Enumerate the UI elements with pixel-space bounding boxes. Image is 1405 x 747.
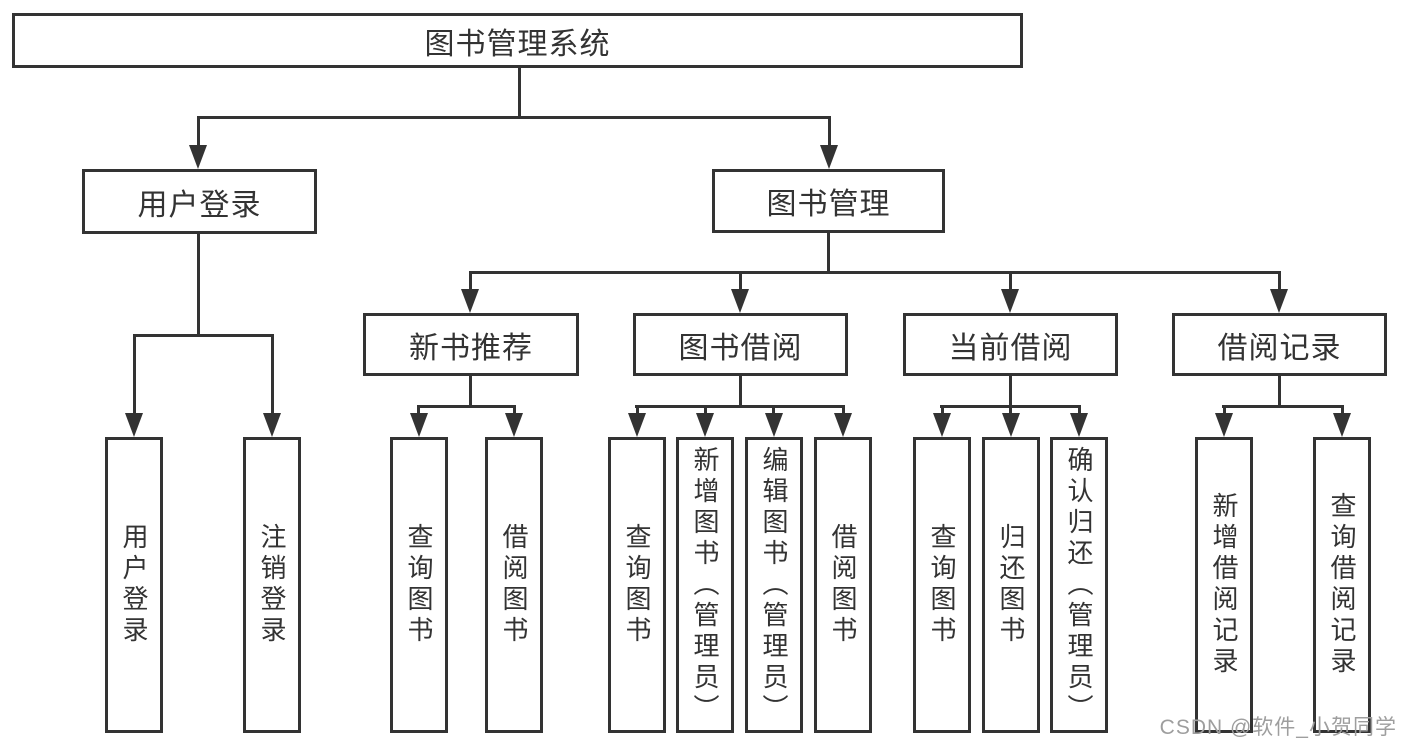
arrow-down-icon [1270, 289, 1288, 313]
csdn-watermark: CSDN @软件_小贺同学 [1159, 716, 1397, 739]
connector-segment [197, 116, 200, 147]
leaf-query-books-1: 查询图书 [390, 437, 448, 733]
leaf-query-borrow-record: 查询借阅记录 [1313, 437, 1371, 733]
node-user-login: 用户登录 [82, 169, 317, 234]
leaf-query-borrow-record-label: 查询借阅记录 [1327, 492, 1357, 678]
arrow-down-icon [410, 413, 428, 437]
node-root: 图书管理系统 [12, 13, 1023, 68]
arrow-down-icon [189, 145, 207, 169]
arrow-down-icon [820, 145, 838, 169]
connector-segment [842, 405, 845, 415]
connector-segment [828, 116, 831, 147]
leaf-confirm-return-admin-label: 确认归还（管理员） [1064, 445, 1094, 725]
connector-segment [739, 374, 742, 407]
arrow-down-icon [696, 413, 714, 437]
leaf-add-books-admin: 新增图书（管理员） [676, 437, 734, 733]
leaf-logout: 注销登录 [243, 437, 301, 733]
connector-segment [469, 271, 472, 291]
leaf-query-books-2: 查询图书 [608, 437, 666, 733]
connector-segment [417, 405, 420, 415]
node-user-login-label: 用户登录 [137, 188, 262, 222]
leaf-return-books-label: 归还图书 [996, 523, 1026, 647]
node-new-book-recommend: 新书推荐 [363, 313, 579, 376]
node-book-borrowing-label: 图书借阅 [678, 331, 803, 365]
leaf-edit-books-admin-label: 编辑图书（管理员） [759, 445, 789, 725]
connector-segment [133, 334, 136, 415]
leaf-query-books-2-label: 查询图书 [622, 523, 652, 647]
node-current-borrowing-label: 当前借阅 [948, 331, 1073, 365]
connector-segment [417, 405, 516, 408]
connector-segment [469, 374, 472, 407]
connector-segment [469, 271, 1281, 274]
node-book-management: 图书管理 [712, 169, 945, 233]
node-book-borrowing: 图书借阅 [633, 313, 848, 376]
connector-segment [941, 405, 944, 415]
connector-segment [739, 271, 742, 291]
leaf-add-borrow-record: 新增借阅记录 [1195, 437, 1253, 733]
leaf-query-books-3: 查询图书 [913, 437, 971, 733]
connector-segment [518, 66, 521, 118]
node-borrowing-records: 借阅记录 [1172, 313, 1387, 376]
arrow-down-icon [461, 289, 479, 313]
connector-segment [704, 405, 707, 415]
node-current-borrowing: 当前借阅 [903, 313, 1118, 376]
connector-segment [1341, 405, 1344, 415]
arrow-down-icon [834, 413, 852, 437]
connector-segment [1278, 271, 1281, 291]
node-root-label: 图书管理系统 [424, 27, 611, 61]
arrow-down-icon [1001, 289, 1019, 313]
connector-segment [827, 231, 830, 273]
leaf-add-borrow-record-label: 新增借阅记录 [1209, 492, 1239, 678]
connector-segment [513, 405, 516, 415]
connector-segment [197, 116, 831, 119]
connector-segment [271, 334, 274, 415]
connector-segment [1009, 271, 1012, 291]
leaf-query-books-3-label: 查询图书 [927, 523, 957, 647]
leaf-user-login-label: 用户登录 [119, 523, 149, 647]
leaf-add-books-admin-label: 新增图书（管理员） [690, 445, 720, 725]
leaf-user-login: 用户登录 [105, 437, 163, 733]
connector-segment [1078, 405, 1081, 415]
connector-segment [1009, 374, 1012, 407]
connector-segment [635, 405, 845, 408]
node-new-book-recommend-label: 新书推荐 [409, 331, 533, 365]
arrow-down-icon [628, 413, 646, 437]
connector-segment [772, 405, 775, 415]
arrow-down-icon [1070, 413, 1088, 437]
leaf-borrow-books-1: 借阅图书 [485, 437, 543, 733]
connector-segment [1278, 374, 1281, 407]
leaf-query-books-1-label: 查询图书 [404, 523, 434, 647]
leaf-borrow-books-1-label: 借阅图书 [499, 523, 529, 647]
connector-segment [1222, 405, 1344, 408]
arrow-down-icon [1215, 413, 1233, 437]
arrow-down-icon [731, 289, 749, 313]
leaf-confirm-return-admin: 确认归还（管理员） [1050, 437, 1108, 733]
arrow-down-icon [1002, 413, 1020, 437]
node-book-management-label: 图书管理 [766, 188, 891, 221]
leaf-logout-label: 注销登录 [257, 523, 287, 647]
leaf-borrow-books-2: 借阅图书 [814, 437, 872, 733]
node-borrowing-records-label: 借阅记录 [1217, 331, 1342, 365]
leaf-return-books: 归还图书 [982, 437, 1040, 733]
connector-segment [636, 405, 639, 415]
arrow-down-icon [125, 413, 143, 437]
arrow-down-icon [933, 413, 951, 437]
connector-segment [133, 334, 274, 337]
arrow-down-icon [1333, 413, 1351, 437]
connector-segment [1009, 405, 1012, 415]
connector-segment [197, 232, 200, 336]
connector-segment [1223, 405, 1226, 415]
leaf-edit-books-admin: 编辑图书（管理员） [745, 437, 803, 733]
leaf-borrow-books-2-label: 借阅图书 [828, 523, 858, 647]
arrow-down-icon [263, 413, 281, 437]
arrow-down-icon [505, 413, 523, 437]
arrow-down-icon [765, 413, 783, 437]
